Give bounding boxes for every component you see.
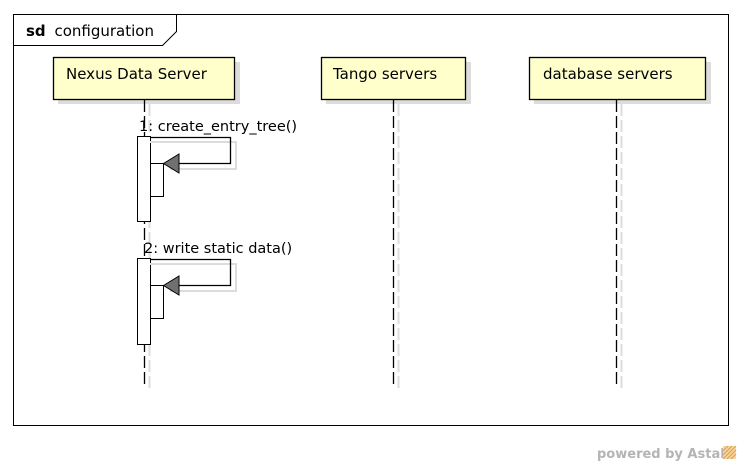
nested-activation-bar	[150, 285, 164, 319]
lifeline-label: Tango servers	[332, 65, 437, 83]
message-shadow	[150, 263, 237, 292]
message-line	[150, 258, 232, 287]
arrow-head	[162, 275, 180, 296]
frame-name: configuration	[54, 22, 154, 40]
message-label: 1: create_entry_tree()	[139, 119, 297, 135]
lifeline-database-servers[interactable]: database servers	[528, 56, 712, 393]
lifeline-label: database servers	[543, 65, 673, 83]
message-self-call-2[interactable]: 2: write static data()	[137, 241, 293, 345]
message-self-call-1[interactable]: 1: create_entry_tree()	[137, 119, 298, 222]
frame-keyword: sd	[26, 22, 46, 40]
arrow-head	[162, 153, 180, 174]
lifeline-box	[52, 56, 236, 101]
diagram-frame	[13, 14, 729, 426]
lifeline-label: Nexus Data Server	[66, 65, 208, 83]
nested-activation-bar	[150, 163, 164, 197]
frame-title: sd configuration	[26, 22, 154, 40]
message-label: 2: write static data()	[144, 241, 292, 257]
message-line	[150, 136, 232, 165]
lifeline-box	[528, 56, 707, 101]
lifeline-tango-servers[interactable]: Tango servers	[320, 56, 472, 393]
activation-bar	[137, 136, 151, 222]
brand-text: powered by Astah	[597, 447, 729, 462]
activation-bar	[137, 258, 151, 345]
message-shadow	[150, 141, 237, 170]
lifeline-box	[320, 56, 467, 101]
frame-tab	[13, 14, 177, 46]
astah-logo-icon	[722, 445, 737, 460]
